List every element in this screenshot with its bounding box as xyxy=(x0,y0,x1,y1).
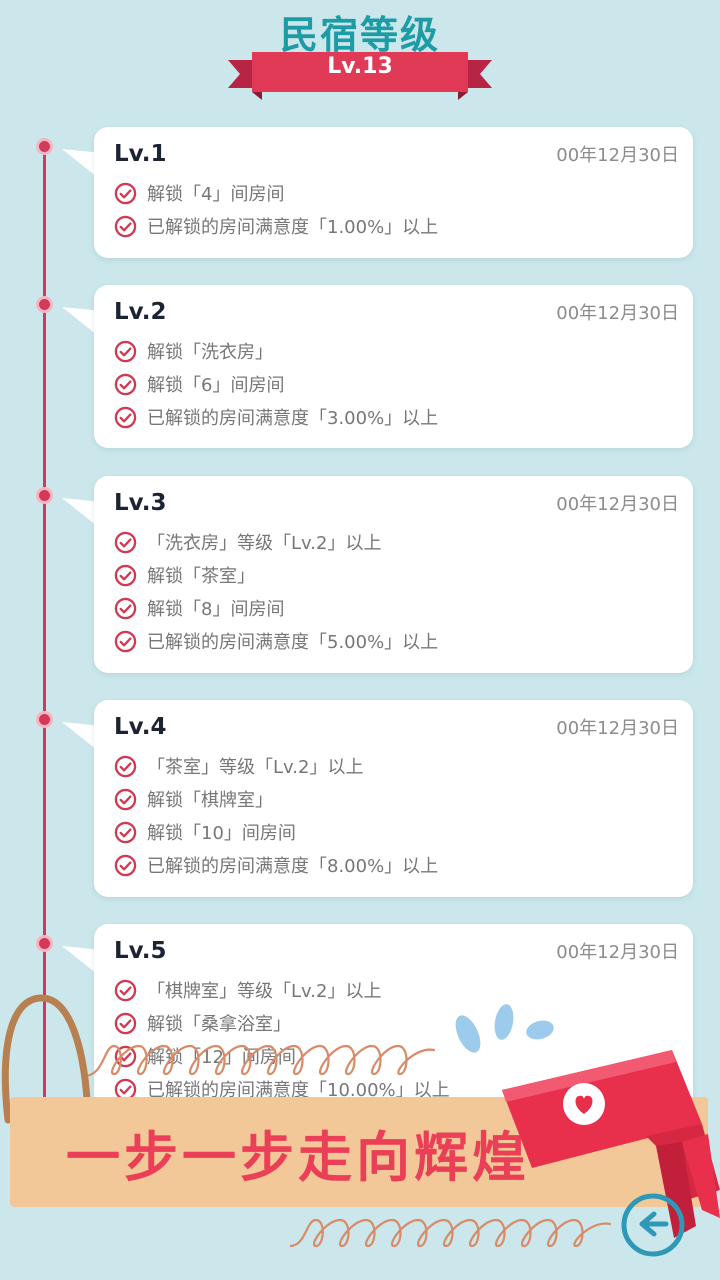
card-tail xyxy=(62,498,102,530)
check-circle-icon xyxy=(114,340,137,362)
check-circle-icon xyxy=(114,755,137,777)
card-tail xyxy=(62,722,102,754)
card-level-title: Lv.3 xyxy=(114,490,167,516)
requirement-row: 已解锁的房间满意度「1.00%」以上 xyxy=(114,213,438,239)
back-button[interactable] xyxy=(618,1190,688,1260)
requirement-text: 解锁「4」间房间 xyxy=(147,184,285,205)
check-circle-icon xyxy=(114,215,137,237)
level-ribbon xyxy=(228,52,492,100)
requirement-row: 「茶室」等级「Lv.2」以上 xyxy=(114,753,363,779)
requirement-text: 已解锁的房间满意度「3.00%」以上 xyxy=(147,408,439,429)
card-date: 00年12月30日 xyxy=(556,718,679,739)
card-date: 00年12月30日 xyxy=(556,145,679,166)
card-level-title: Lv.1 xyxy=(114,141,167,167)
card-tail xyxy=(62,946,102,978)
timeline-dot xyxy=(36,296,53,313)
card-tail xyxy=(62,149,102,181)
check-circle-icon xyxy=(114,630,137,652)
level-card[interactable]: Lv.4 00年12月30日 「茶室」等级「Lv.2」以上 解锁「棋牌室」 解锁… xyxy=(94,700,693,897)
check-circle-icon xyxy=(114,564,137,586)
requirement-text: 解锁「8」间房间 xyxy=(147,599,285,620)
check-circle-icon xyxy=(114,979,137,1001)
current-level-badge: Lv.13 xyxy=(327,54,393,79)
requirement-text: 已解锁的房间满意度「10.00%」以上 xyxy=(147,1080,450,1101)
requirement-row: 解锁「洗衣房」 xyxy=(114,338,273,364)
requirement-row: 解锁「桑拿浴室」 xyxy=(114,1010,291,1036)
requirement-row: 已解锁的房间满意度「8.00%」以上 xyxy=(114,852,438,878)
check-circle-icon xyxy=(114,854,137,876)
timeline-dot xyxy=(36,935,53,952)
requirement-text: 解锁「10」间房间 xyxy=(147,823,296,844)
requirement-text: 已解锁的房间满意度「5.00%」以上 xyxy=(147,632,439,653)
check-circle-icon xyxy=(114,788,137,810)
requirement-row: 解锁「12」间房间 xyxy=(114,1043,296,1069)
drops-decoration xyxy=(455,1004,554,1053)
check-circle-icon xyxy=(114,1012,137,1034)
requirement-row: 解锁「8」间房间 xyxy=(114,595,284,621)
timeline-line xyxy=(43,145,46,1105)
requirement-text: 解锁「12」间房间 xyxy=(147,1047,296,1068)
page-title: 民宿等级 xyxy=(279,13,440,57)
card-date: 00年12月30日 xyxy=(556,942,679,963)
requirement-row: 解锁「6」间房间 xyxy=(114,371,284,397)
requirement-row: 「洗衣房」等级「Lv.2」以上 xyxy=(114,529,381,555)
requirement-row: 解锁「茶室」 xyxy=(114,562,255,588)
timeline-dot xyxy=(36,138,53,155)
level-card[interactable]: Lv.2 00年12月30日 解锁「洗衣房」 解锁「6」间房间 已解锁的房间满意… xyxy=(94,285,693,448)
swirl-decoration xyxy=(290,1218,612,1248)
headband-decoration xyxy=(502,1050,720,1238)
requirement-text: 解锁「棋牌室」 xyxy=(147,790,273,811)
timeline-dot xyxy=(36,711,53,728)
check-circle-icon xyxy=(114,821,137,843)
card-date: 00年12月30日 xyxy=(556,494,679,515)
card-level-title: Lv.2 xyxy=(114,299,167,325)
requirement-text: 解锁「桑拿浴室」 xyxy=(147,1014,291,1035)
check-circle-icon xyxy=(114,373,137,395)
requirement-text: 解锁「洗衣房」 xyxy=(147,342,273,363)
requirement-row: 「棋牌室」等级「Lv.2」以上 xyxy=(114,977,381,1003)
requirement-row: 已解锁的房间满意度「10.00%」以上 xyxy=(114,1076,450,1102)
requirement-row: 已解锁的房间满意度「5.00%」以上 xyxy=(114,628,438,654)
requirement-row: 解锁「棋牌室」 xyxy=(114,786,273,812)
bag-handle-decoration xyxy=(1,994,92,1124)
check-circle-icon xyxy=(114,531,137,553)
check-circle-icon xyxy=(114,597,137,619)
card-level-title: Lv.5 xyxy=(114,938,167,964)
requirement-text: 已解锁的房间满意度「8.00%」以上 xyxy=(147,856,439,877)
level-card[interactable]: Lv.3 00年12月30日 「洗衣房」等级「Lv.2」以上 解锁「茶室」 解锁… xyxy=(94,476,693,673)
level-card[interactable]: Lv.1 00年12月30日 解锁「4」间房间 已解锁的房间满意度「1.00%」… xyxy=(94,127,693,258)
swirl-decoration xyxy=(84,1044,436,1078)
check-circle-icon xyxy=(114,182,137,204)
requirement-row: 解锁「10」间房间 xyxy=(114,819,296,845)
requirement-row: 解锁「4」间房间 xyxy=(114,180,284,206)
requirement-text: 「洗衣房」等级「Lv.2」以上 xyxy=(147,533,382,554)
requirement-text: 「棋牌室」等级「Lv.2」以上 xyxy=(147,981,382,1002)
slogan-text: 一步一步走向辉煌 xyxy=(66,1125,530,1189)
requirement-row: 已解锁的房间满意度「3.00%」以上 xyxy=(114,404,438,430)
card-level-title: Lv.4 xyxy=(114,714,167,740)
requirement-text: 已解锁的房间满意度「1.00%」以上 xyxy=(147,217,439,238)
check-circle-icon xyxy=(114,406,137,428)
requirement-text: 解锁「6」间房间 xyxy=(147,375,285,396)
requirement-text: 「茶室」等级「Lv.2」以上 xyxy=(147,757,364,778)
requirement-text: 解锁「茶室」 xyxy=(147,566,255,587)
card-tail xyxy=(62,307,102,339)
card-date: 00年12月30日 xyxy=(556,303,679,324)
timeline-dot xyxy=(36,487,53,504)
